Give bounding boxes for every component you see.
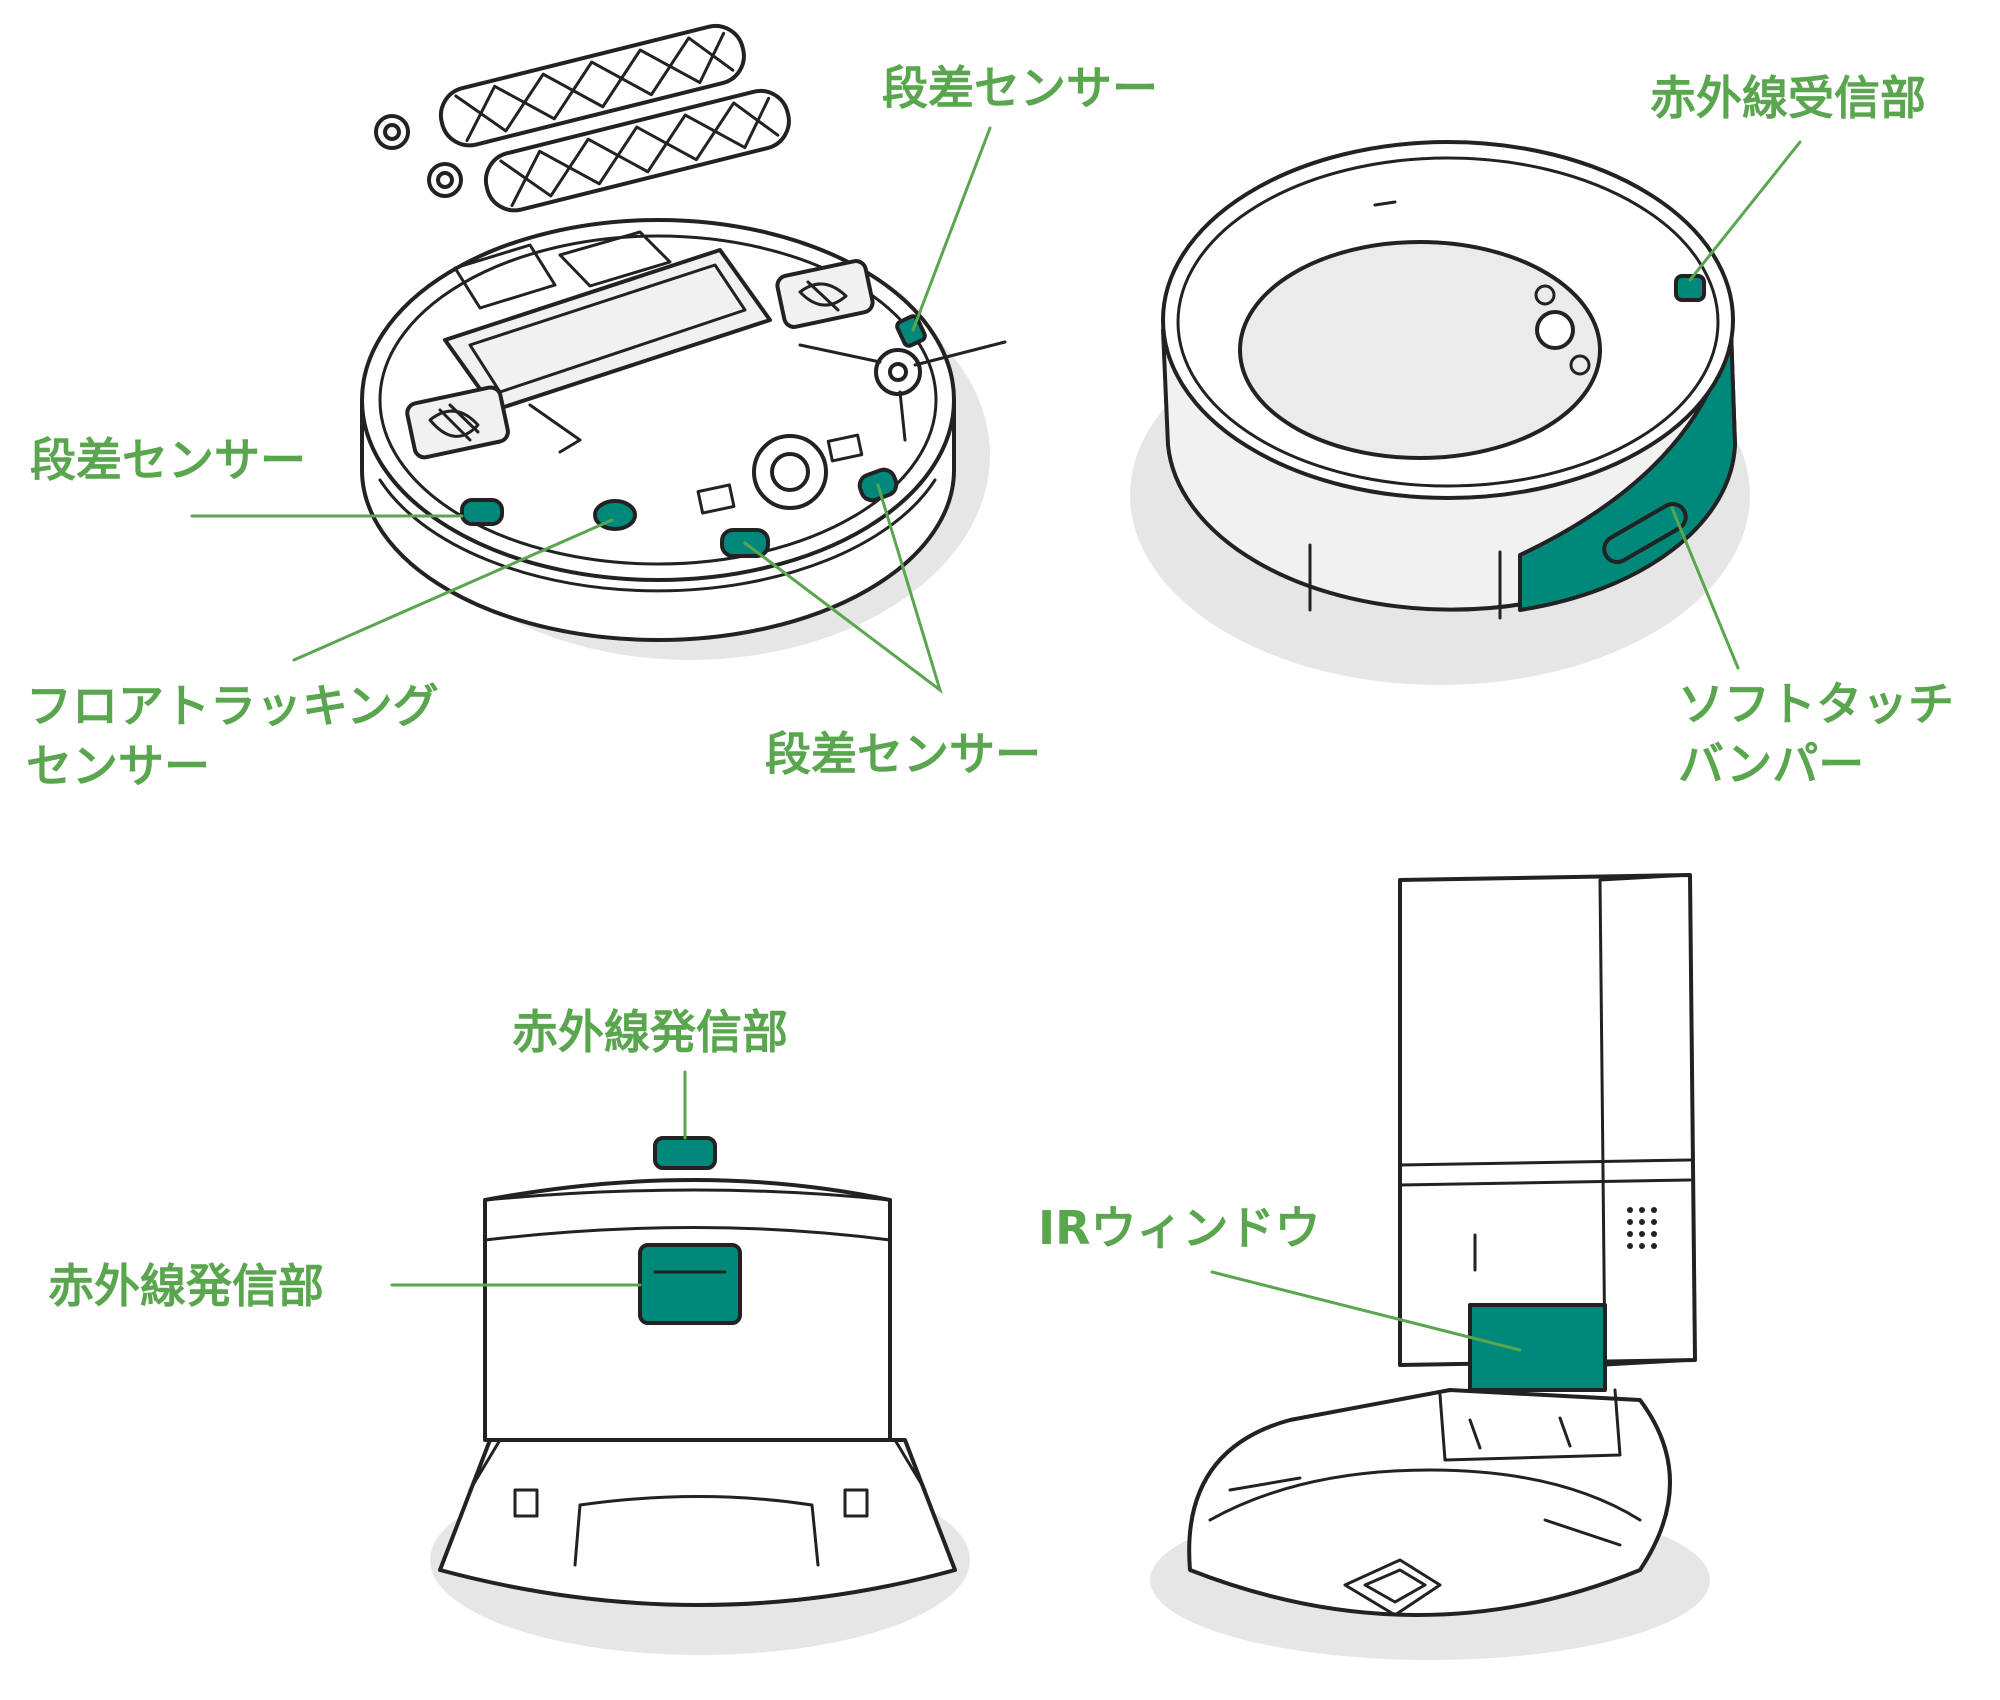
- clean-base: [1150, 873, 1710, 1660]
- label-soft-touch-bumper-2: バンパー: [1678, 737, 1864, 791]
- leader-cliff-bottom: [743, 483, 943, 694]
- label-floor-tracking-sensor-2: センサー: [26, 739, 210, 793]
- drive-wheel: [775, 259, 875, 329]
- leader-floor-tracking: [292, 518, 614, 662]
- label-soft-touch-bumper-1: ソフトタッチ: [1678, 677, 1954, 731]
- soft-touch-bumper: [1518, 328, 1737, 612]
- label-floor-tracking-sensor-1: フロアトラッキング: [26, 679, 439, 733]
- cliff-sensor: [460, 498, 504, 526]
- cliff-sensor: [895, 314, 927, 348]
- label-cliff-sensor-left: 段差センサー: [30, 433, 306, 487]
- leader-cliff-top: [911, 126, 992, 332]
- label-ir-receiver: 赤外線受信部: [1650, 71, 1926, 125]
- drive-wheel: [405, 385, 510, 460]
- home-base: [430, 1136, 970, 1655]
- label-cliff-sensor-top: 段差センサー: [882, 61, 1158, 115]
- leader-lines: [190, 126, 1802, 1352]
- label-ir-window: IRウィンドウ: [1038, 1201, 1321, 1255]
- ir-emitter-top: [653, 1136, 717, 1170]
- labels: 段差センサー 段差センサー フロアトラッキング センサー 段差センサー 赤外線受…: [26, 61, 1954, 1313]
- label-ir-emitter-top: 赤外線発信部: [512, 1005, 788, 1059]
- leader-bumper: [1670, 506, 1740, 670]
- robot-underside: [360, 23, 1007, 660]
- ir-emitter-front: [638, 1243, 742, 1325]
- main-brushes: [374, 23, 791, 213]
- label-cliff-sensor-bottom: 段差センサー: [765, 727, 1041, 781]
- ir-window: [1468, 1303, 1607, 1392]
- ir-receiver: [1674, 274, 1706, 302]
- side-brush: [798, 340, 1007, 442]
- leader-ir-receiver: [1688, 140, 1802, 282]
- robot-top: [1130, 140, 1750, 685]
- leader-ir-window: [1210, 1270, 1522, 1352]
- label-ir-emitter-front: 赤外線発信部: [48, 1259, 324, 1313]
